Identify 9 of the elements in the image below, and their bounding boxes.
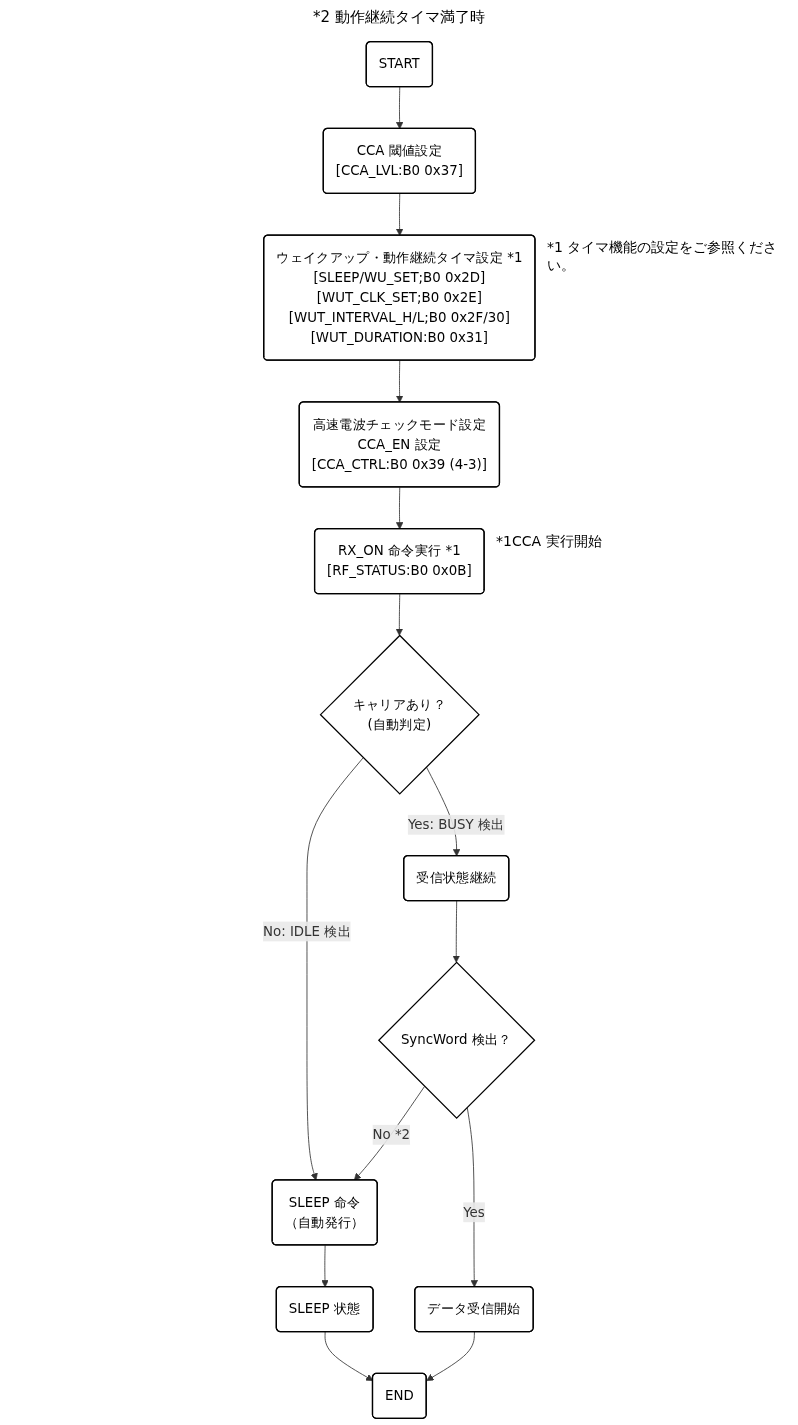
note-text: *2 動作継続タイマ満了時: [313, 8, 485, 27]
edge-label: Yes: [463, 1204, 485, 1220]
note-text: *1 タイマ機能の設定をご参照ください。: [546, 239, 779, 276]
edge-label: Yes: BUSY 検出: [407, 816, 505, 833]
edge-label: No: IDLE 検出: [263, 923, 351, 939]
edge-label: No *2: [372, 1126, 411, 1143]
node-diamond: SyncWord 検出？: [377, 961, 536, 1119]
note-text: *1CCA 実行開始: [496, 532, 602, 551]
node-diamond: キャリアあり？ (自動判定): [319, 634, 480, 795]
